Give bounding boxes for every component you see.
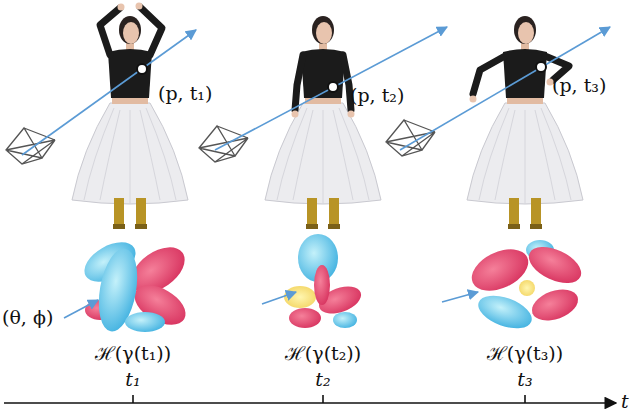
tick-label: t₂ [315,368,330,390]
drawing-part [467,16,583,229]
drawing-part [386,120,435,156]
drawing-part [125,312,165,332]
drawing-part [400,27,610,150]
drawing-part [64,300,98,318]
drawing-part [328,82,338,92]
direction-label: (θ, ϕ) [2,306,53,328]
drawing-part [137,64,147,74]
dancer-figure [467,16,583,229]
direction-arrow [64,292,478,318]
drawing-part [100,7,162,55]
drawing-part [136,3,143,10]
harmonic-lobes [465,240,587,335]
drawing-part [528,284,583,327]
camera-ray [22,27,610,155]
drawing-part [465,241,535,299]
drawing-part [6,128,55,164]
drawing-part [333,312,357,328]
point-label: (p, t₁) [158,82,212,104]
camera-frustum [6,128,55,164]
drawing-part [442,292,478,302]
drawing-part [474,289,536,334]
camera-frustum [386,120,435,156]
drawing-part [118,4,125,11]
drawing-part [314,265,330,305]
camera-frustum [199,126,248,162]
drawing-part [262,292,296,304]
function-label: ℋ(γ(t₂)) [285,342,361,364]
drawing-part [284,286,316,308]
point-label: (p, t₂) [350,84,404,106]
drawing-part [265,16,381,229]
point-label: (p, t₃) [552,74,606,96]
drawing-part [348,111,355,118]
dancer-figure [265,16,381,229]
harmonic-lobes [78,234,193,334]
tick-label: t₃ [517,368,532,390]
drawing-part [322,395,324,403]
axis-label: t [621,390,629,412]
drawing-part [524,395,526,403]
drawing-part [519,280,535,296]
drawing-part [289,308,321,328]
drawing-part [292,111,299,118]
function-label: ℋ(γ(t₁)) [95,342,171,364]
dancer-figure [72,3,188,230]
tick-label: t₁ [125,368,140,390]
drawing-part [132,395,134,403]
harmonic-lobes [284,234,365,328]
function-label: ℋ(γ(t₃)) [487,342,563,364]
drawing-part [536,62,546,72]
drawing-part [470,96,477,103]
time-axis [4,395,616,403]
drawing-part [215,27,447,150]
drawing-part [199,126,248,162]
